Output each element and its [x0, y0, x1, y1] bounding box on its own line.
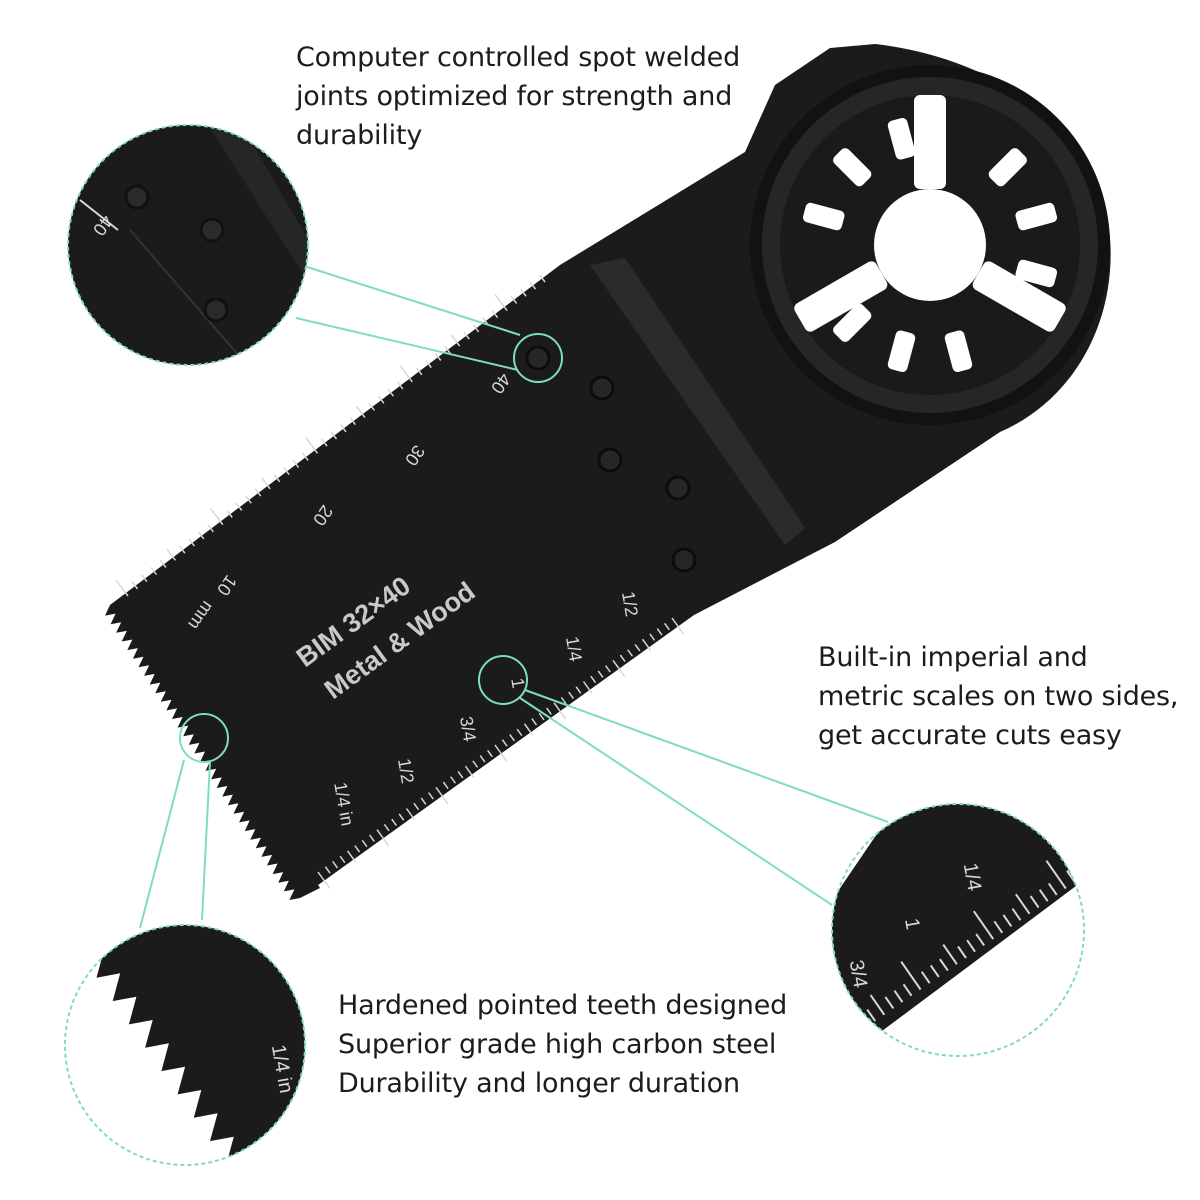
imperial-scale-ticks: [317, 617, 685, 889]
zoom-scale-label-one: 1: [900, 917, 924, 932]
callout-welds-line-3: durability: [296, 120, 423, 151]
zoom-imperial-scale: 3/4 1 1/4: [831, 803, 1085, 1057]
zoom-teeth-border: [64, 924, 306, 1166]
scale-leader-upper: [524, 689, 889, 823]
weld-focus-ring: [513, 333, 563, 383]
imperial-label-upper-quarter: 1/4: [562, 635, 586, 663]
callout-welds-line-1: Computer controlled spot welded: [296, 42, 741, 73]
teeth-leader-right: [201, 761, 211, 921]
zoom-scale-label-quarter: 1/4: [959, 861, 985, 892]
zoom-scale-border: [831, 803, 1085, 1057]
callout-teeth-line-3: Durability and longer duration: [338, 1068, 740, 1099]
callout-scales-line-1: Built-in imperial and: [818, 642, 1088, 673]
zoom-weld-dots: [124, 184, 229, 323]
callout-teeth-line-2: Superior grade high carbon steel: [338, 1029, 777, 1060]
imperial-label-upper-half: 1/2: [618, 590, 642, 618]
zoom-scale-label-three-quarter: 3/4: [845, 958, 871, 989]
teeth-focus-ring: [179, 713, 229, 763]
teeth-leader-left: [139, 759, 185, 929]
cutting-teeth: [105, 595, 320, 900]
multitool-saw-blade: mm 10 20 30 40 1/4 in 1/2 3/4 1 1/4 1/2 …: [105, 44, 1111, 900]
callout-leader-lines: [139, 265, 889, 929]
zoom-weld-joints: 40: [67, 124, 309, 366]
imperial-label-three-quarter: 3/4: [456, 715, 480, 743]
callout-scales-line-2: metric scales on two sides,: [818, 681, 1179, 712]
callout-teeth-line-1: Hardened pointed teeth designed: [338, 990, 788, 1021]
callout-welds-line-2: joints optimized for strength and: [296, 81, 733, 112]
callout-teeth: Hardened pointed teeth designed Superior…: [338, 986, 787, 1103]
imperial-label-one: 1: [507, 676, 528, 689]
zoom-cutting-teeth: 1/4 in: [64, 924, 306, 1166]
zoom-weld-border: [67, 124, 309, 366]
scale-focus-ring: [478, 655, 528, 705]
weld-leader-upper: [303, 265, 521, 336]
callout-scales: Built-in imperial and metric scales on t…: [818, 638, 1179, 755]
callout-spot-welds: Computer controlled spot welded joints o…: [296, 38, 740, 155]
mounting-slots: [802, 117, 1058, 373]
mounting-hub: [750, 65, 1110, 425]
spot-weld-joints: [525, 345, 697, 573]
imperial-label-half: 1/2: [394, 757, 418, 785]
star-mount-cutout: [794, 95, 1066, 332]
metric-scale-ticks: [115, 274, 546, 597]
weld-leader-lower: [295, 317, 519, 371]
callout-scales-line-3: get accurate cuts easy: [818, 720, 1122, 751]
blade-ridge: [590, 258, 805, 545]
scale-leader-lower: [519, 697, 833, 906]
